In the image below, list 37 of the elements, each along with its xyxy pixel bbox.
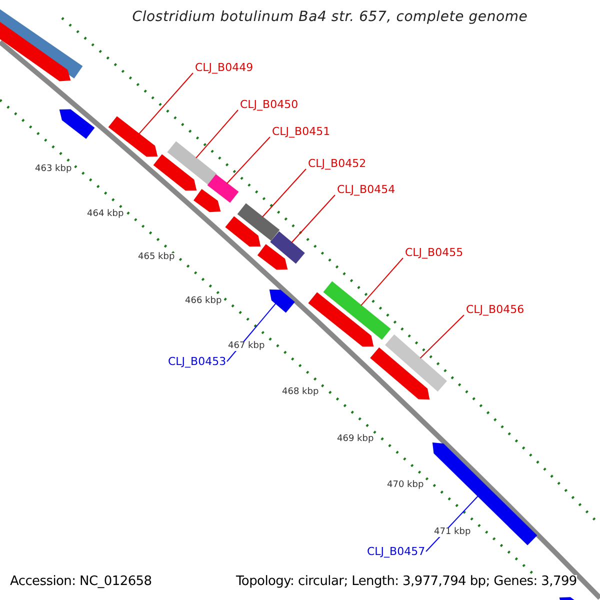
scale-label: 471 kbp <box>434 528 471 537</box>
gene-feature <box>323 281 391 340</box>
leader-line <box>196 110 238 158</box>
footer-text: Accession: NC_012658 <box>10 575 152 588</box>
gene-label: CLJ_B0456 <box>466 304 524 315</box>
gene-feature <box>167 141 217 185</box>
gene-label: CLJ_B0451 <box>272 126 330 137</box>
scale-label: 469 kbp <box>337 435 374 444</box>
gene-feature <box>385 334 447 392</box>
gene-label: CLJ_B0449 <box>195 62 254 73</box>
title: Clostridium botulinum Ba4 str. 657, complete genome <box>131 10 529 24</box>
gene-feature <box>432 442 538 546</box>
scale-label: 470 kbp <box>387 481 424 490</box>
scale-label: 465 kbp <box>138 253 175 262</box>
gene-label: CLJ_B0455 <box>405 247 464 258</box>
gene-feature <box>207 174 239 203</box>
gene-feature <box>108 116 158 157</box>
gene-label: CLJ_B0452 <box>308 158 366 169</box>
scale-label: 468 kbp <box>282 388 319 397</box>
leader-line <box>138 72 194 134</box>
scale-label: 463 kbp <box>35 165 72 174</box>
leader-line <box>360 258 404 306</box>
footer-text: Topology: circular; Length: 3,977,794 bp; Genes: 3,799 <box>236 575 577 588</box>
scale-label: 464 kbp <box>87 210 124 219</box>
leader-line <box>262 168 306 218</box>
gene-feature <box>237 203 280 241</box>
leader-line <box>291 194 336 244</box>
gene-feature <box>269 289 295 313</box>
scale-label: 466 kbp <box>185 297 222 306</box>
scale-label: 467 kbp <box>228 342 265 351</box>
leader-line <box>420 314 464 359</box>
gene-label: CLJ_B0453 <box>168 356 226 367</box>
gene-label: CLJ_B0450 <box>240 99 298 110</box>
leader-line <box>226 136 270 184</box>
gene-feature <box>270 231 305 264</box>
gene-label: CLJ_B0457 <box>367 546 426 557</box>
gene-label: CLJ_B0454 <box>337 184 396 195</box>
